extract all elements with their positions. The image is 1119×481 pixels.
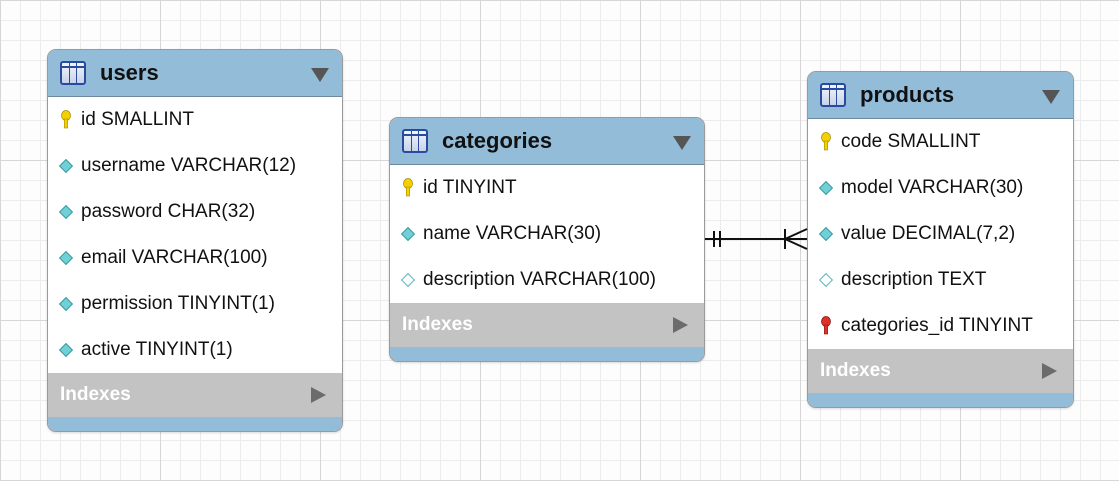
column-row[interactable]: description VARCHAR(100) <box>390 257 704 303</box>
column-label: name VARCHAR(30) <box>423 223 602 244</box>
column-row[interactable]: password CHAR(32) <box>48 189 342 235</box>
column-row[interactable]: value DECIMAL(7,2) <box>808 211 1073 257</box>
column-label: permission TINYINT(1) <box>81 293 275 314</box>
column-label: id TINYINT <box>423 177 517 198</box>
primary-key-icon <box>816 132 836 152</box>
column-row[interactable]: username VARCHAR(12) <box>48 143 342 189</box>
table-footer <box>808 393 1073 407</box>
expand-arrow-icon[interactable] <box>311 387 326 403</box>
primary-key-icon <box>398 178 418 198</box>
column-label: code SMALLINT <box>841 131 981 152</box>
column-label: id SMALLINT <box>81 109 194 130</box>
table-header[interactable]: categories <box>390 118 704 165</box>
table-icon <box>820 83 846 107</box>
column-row[interactable]: permission TINYINT(1) <box>48 281 342 327</box>
column-row[interactable]: active TINYINT(1) <box>48 327 342 373</box>
expand-arrow-icon[interactable] <box>673 317 688 333</box>
column-list: code SMALLINT model VARCHAR(30) value DECI… <box>808 119 1073 349</box>
table-icon <box>60 61 86 85</box>
crows-foot-icon <box>784 238 808 250</box>
collapse-arrow-icon[interactable] <box>311 68 329 82</box>
indexes-label: Indexes <box>820 360 891 381</box>
column-row[interactable]: id SMALLINT <box>48 97 342 143</box>
column-row[interactable]: code SMALLINT <box>808 119 1073 165</box>
column-list: id TINYINT name VARCHAR(30) description VA… <box>390 165 704 303</box>
table-footer <box>48 417 342 431</box>
table-icon <box>402 129 428 153</box>
table-products[interactable]: products code SMALLINT model VARCHAR(30) v… <box>807 71 1074 408</box>
foreign-key-icon <box>816 316 836 336</box>
column-label: value DECIMAL(7,2) <box>841 223 1016 244</box>
table-users[interactable]: users id SMALLINT username VARCHAR(12) pas… <box>47 49 343 432</box>
column-list: id SMALLINT username VARCHAR(12) password … <box>48 97 342 373</box>
column-label: password CHAR(32) <box>81 201 256 222</box>
column-row[interactable]: name VARCHAR(30) <box>390 211 704 257</box>
column-row[interactable]: id TINYINT <box>390 165 704 211</box>
table-header[interactable]: products <box>808 72 1073 119</box>
table-categories[interactable]: categories id TINYINT name VARCHAR(30) des… <box>389 117 705 362</box>
column-label: email VARCHAR(100) <box>81 247 268 268</box>
column-label: categories_id TINYINT <box>841 315 1033 336</box>
indexes-section[interactable]: Indexes <box>808 349 1073 393</box>
table-name: users <box>100 60 159 85</box>
table-header[interactable]: users <box>48 50 342 97</box>
column-row[interactable]: email VARCHAR(100) <box>48 235 342 281</box>
column-row[interactable]: description TEXT <box>808 257 1073 303</box>
crows-foot-icon <box>784 228 808 240</box>
expand-arrow-icon[interactable] <box>1042 363 1057 379</box>
indexes-section[interactable]: Indexes <box>390 303 704 347</box>
column-label: description TEXT <box>841 269 987 290</box>
table-footer <box>390 347 704 361</box>
column-label: description VARCHAR(100) <box>423 269 657 290</box>
indexes-section[interactable]: Indexes <box>48 373 342 417</box>
column-label: active TINYINT(1) <box>81 339 233 360</box>
table-name: categories <box>442 128 553 153</box>
indexes-label: Indexes <box>60 384 131 405</box>
primary-key-icon <box>56 110 76 130</box>
column-label: username VARCHAR(12) <box>81 155 297 176</box>
column-row[interactable]: categories_id TINYINT <box>808 303 1073 349</box>
collapse-arrow-icon[interactable] <box>673 136 691 150</box>
collapse-arrow-icon[interactable] <box>1042 90 1060 104</box>
indexes-label: Indexes <box>402 314 473 335</box>
table-name: products <box>860 82 955 107</box>
column-row[interactable]: model VARCHAR(30) <box>808 165 1073 211</box>
column-label: model VARCHAR(30) <box>841 177 1024 198</box>
